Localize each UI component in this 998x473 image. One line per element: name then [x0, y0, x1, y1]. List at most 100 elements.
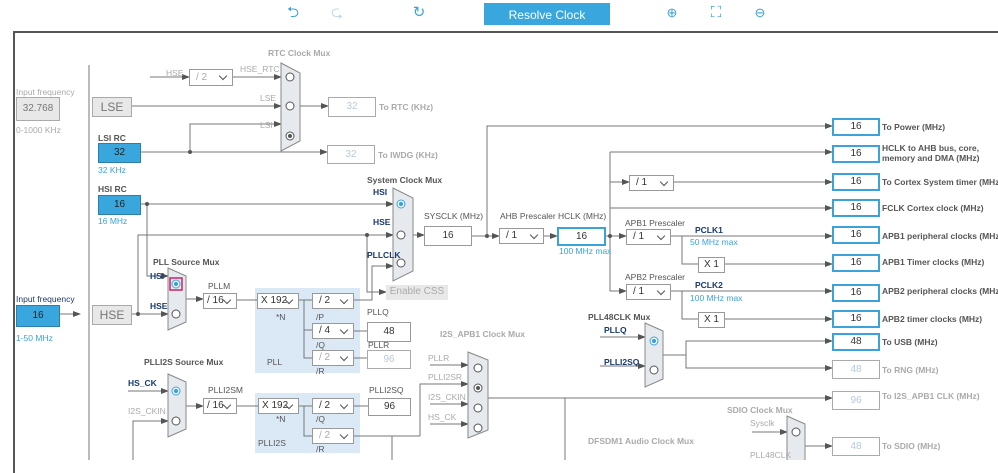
pllr-output: 96 [367, 350, 411, 369]
plli2sm-label: PLLI2SM [208, 385, 243, 395]
output-power-label: To Power (MHz) [882, 122, 946, 132]
rtc-output-label: To RTC (KHz) [379, 102, 434, 112]
hsi-value: 16 [98, 195, 141, 215]
hse-range: 1-50 MHz [16, 333, 53, 343]
output-cortex-timer-label: To Cortex System timer (MHz) [882, 177, 998, 187]
resolve-clock-issues-button[interactable]: Resolve Clock Issues [484, 3, 610, 44]
enable-css-button[interactable]: Enable CSS [386, 285, 448, 300]
hclk-max: 100 MHz max [559, 246, 612, 256]
pllr-output-label: PLLR [368, 340, 390, 350]
pclk1-max: 50 MHz max [690, 237, 738, 247]
pll-src-hse-label: HSE [150, 301, 168, 311]
pll-source-mux-title: PLL Source Mux [153, 257, 220, 267]
i2s-apb1-mux-title: I2S_APB1 Clock Mux [440, 329, 526, 339]
pllr-div-label: /R [316, 366, 325, 376]
plln-dropdown[interactable]: X 192 [257, 293, 299, 309]
plli2sq-dropdown[interactable]: / 2 [312, 398, 354, 414]
output-i2s-apb1-label: To I2S_APB1 CLK (MHz) [882, 391, 980, 401]
i2s-mux-input: HS_CK [428, 412, 457, 422]
zoom-in-icon[interactable]: ⊕ [666, 5, 678, 20]
rtc-lsi-label: LSI [260, 120, 273, 130]
i2s-mux-input: PLLI2SR [428, 372, 463, 382]
pll48-pllq-label: PLLQ [604, 325, 627, 335]
sys-mux-hsi-label: HSI [373, 187, 388, 197]
output-apb2-timer[interactable]: 16 [832, 310, 880, 328]
plli2s-name: PLLI2S [258, 438, 286, 448]
apb1-prescaler-label: APB1 Prescaler [625, 218, 685, 228]
output-apb1-peripheral-label: APB1 peripheral clocks (MHz) [882, 231, 998, 241]
sdio-pll48clk-label: PLL48CLK [750, 450, 792, 460]
plli2sq-output[interactable]: 96 [368, 398, 411, 416]
refresh-icon[interactable]: ↻ [412, 4, 426, 21]
sdio-mux-title: SDIO Clock Mux [727, 405, 793, 415]
output-power[interactable]: 16 [832, 118, 880, 136]
output-cortex-timer[interactable]: 16 [832, 173, 880, 191]
output-fclk[interactable]: 16 [832, 199, 880, 217]
output-fclk-label: FCLK Cortex clock (MHz) [882, 203, 984, 213]
lsi-unit: 32 KHz [98, 165, 126, 175]
output-apb1-peripheral[interactable]: 16 [832, 226, 880, 244]
apb1-timer-multiplier: X 1 [698, 257, 725, 273]
output-usb-label: To USB (MHz) [882, 337, 938, 347]
plli2sm-dropdown[interactable]: / 16 [203, 398, 237, 414]
i2s-apb1-clock-mux [467, 351, 489, 439]
output-i2s-apb1: 96 [832, 391, 880, 410]
plli2sq-div-label: /Q [316, 414, 325, 424]
system-clock-mux-title: System Clock Mux [367, 175, 443, 185]
hclk-value[interactable]: 16 [557, 227, 606, 246]
fit-screen-icon[interactable]: ⛶ [710, 4, 722, 21]
output-apb1-timer[interactable]: 16 [832, 254, 880, 272]
pclk2-label: PCLK2 [695, 280, 723, 290]
rtc-hse-divider-dropdown[interactable]: / 2 [189, 69, 233, 86]
hse-frequency-input[interactable]: 16 [16, 305, 60, 327]
clock-diagram-canvas [13, 31, 998, 473]
output-usb[interactable]: 48 [832, 333, 880, 351]
plli2s-src-hsck-label: HS_CK [128, 378, 157, 388]
pclk2-max: 100 MHz max [690, 293, 743, 303]
pllq-output[interactable]: 48 [367, 322, 411, 342]
pllm-dropdown[interactable]: / 16 [203, 293, 237, 309]
plli2s-source-mux [167, 373, 187, 438]
pllq-div-label: /Q [316, 340, 325, 350]
apb2-prescaler-dropdown[interactable]: / 1 [626, 284, 671, 300]
wiring [60, 62, 833, 460]
rtc-lse-label: LSE [260, 93, 277, 103]
pll-name: PLL [267, 357, 283, 367]
output-sdio: 48 [832, 437, 880, 456]
redo-icon[interactable]: ⮎ [330, 4, 343, 21]
pll48-plli2sq-label: PLLI2SQ [604, 357, 640, 367]
pllr-dropdown[interactable]: / 2 [312, 350, 354, 366]
hse-input-label: Input frequency [16, 294, 75, 304]
lse-frequency-input[interactable]: 32.768 [16, 97, 60, 121]
undo-icon[interactable]: ⮌ [286, 4, 299, 21]
output-hclk-label: HCLK to AHB bus, core, memory and DMA (M… [882, 143, 980, 163]
output-rng: 48 [832, 360, 880, 379]
plli2sn-dropdown[interactable]: X 192 [258, 398, 299, 414]
pll48clk-mux-title: PLL48CLK Mux [588, 312, 651, 322]
sys-mux-pllclk-label: PLLCLK [367, 250, 401, 260]
output-apb2-timer-label: APB2 timer clocks (MHz) [882, 314, 983, 324]
i2s-mux-input: PLLR [428, 353, 450, 363]
lsi-label: LSI RC [98, 133, 126, 143]
sys-mux-hse-label: HSE [373, 217, 391, 227]
ahb-prescaler-dropdown[interactable]: / 1 [499, 228, 544, 244]
output-hclk[interactable]: 16 [832, 145, 880, 163]
iwdg-output-label: To IWDG (KHz) [378, 150, 438, 160]
zoom-out-icon[interactable]: ⊖ [754, 5, 766, 20]
lse-range: 0-1000 KHz [16, 125, 61, 135]
pllq-dropdown[interactable]: / 4 [312, 323, 354, 339]
cortex-timer-divider-dropdown[interactable]: / 1 [629, 175, 674, 191]
hse-block[interactable]: HSE [92, 305, 132, 325]
plli2sr-dropdown[interactable]: / 2 [312, 428, 354, 444]
pll-src-hsi-label: HSI [150, 271, 165, 281]
hsi-unit: 16 MHz [98, 216, 128, 226]
sysclk-value[interactable]: 16 [424, 226, 472, 246]
lse-block[interactable]: LSE [92, 97, 132, 117]
sdio-clock-mux [786, 415, 806, 460]
pllp-dropdown[interactable]: / 2 [312, 293, 354, 309]
apb1-prescaler-dropdown[interactable]: / 1 [626, 229, 671, 245]
output-apb2-peripheral[interactable]: 16 [832, 284, 880, 302]
output-sdio-label: To SDIO (MHz) [882, 441, 941, 451]
pllq-output-label: PLLQ [367, 307, 389, 317]
plli2sn-label: *N [276, 414, 286, 424]
